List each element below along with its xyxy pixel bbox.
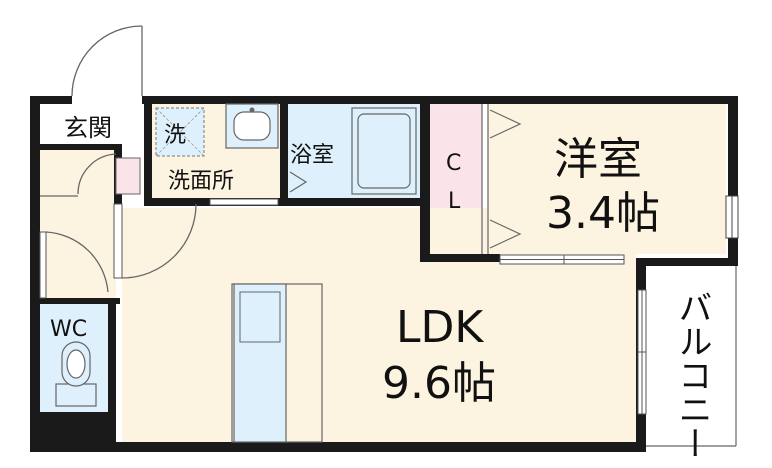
- wash-basin: [225, 103, 279, 149]
- balcony-outline: [646, 266, 737, 447]
- entrance-label: 玄関: [64, 114, 112, 142]
- western-room-size: 3.4帖: [546, 188, 660, 239]
- bathroom-door-marker: [289, 171, 308, 193]
- washroom-label: 洗面所: [168, 169, 234, 194]
- bathroom-label: 浴室: [290, 143, 334, 168]
- wc-label: WC: [50, 317, 87, 342]
- western-room-label: 洋室: [554, 134, 642, 185]
- ldk-floor-upper: [122, 208, 420, 262]
- toilet: [55, 341, 97, 407]
- ldk-entry-door: [113, 203, 197, 279]
- washer-pan: [155, 107, 205, 157]
- bathtub: [351, 107, 417, 195]
- kitchen-counter: [231, 283, 323, 443]
- balcony-label: バルコニー: [672, 290, 712, 460]
- ldk-size: 9.6帖: [382, 358, 496, 409]
- closet-label-c: C: [446, 151, 461, 176]
- western-room-door: [499, 254, 625, 265]
- ldk-label: LDK: [396, 302, 484, 353]
- closet-label-l: L: [448, 189, 461, 214]
- entrance-floor: [40, 104, 144, 144]
- balcony-floor: [654, 268, 736, 444]
- entrance-inner-door: [77, 153, 141, 195]
- washroom-door: [209, 198, 279, 206]
- wc-door: [39, 231, 109, 299]
- balcony-window: [637, 289, 647, 415]
- western-room-window: [725, 195, 739, 239]
- closet-doors: [481, 104, 522, 254]
- washer-label: 洗: [164, 123, 186, 148]
- entrance-door: [71, 25, 143, 97]
